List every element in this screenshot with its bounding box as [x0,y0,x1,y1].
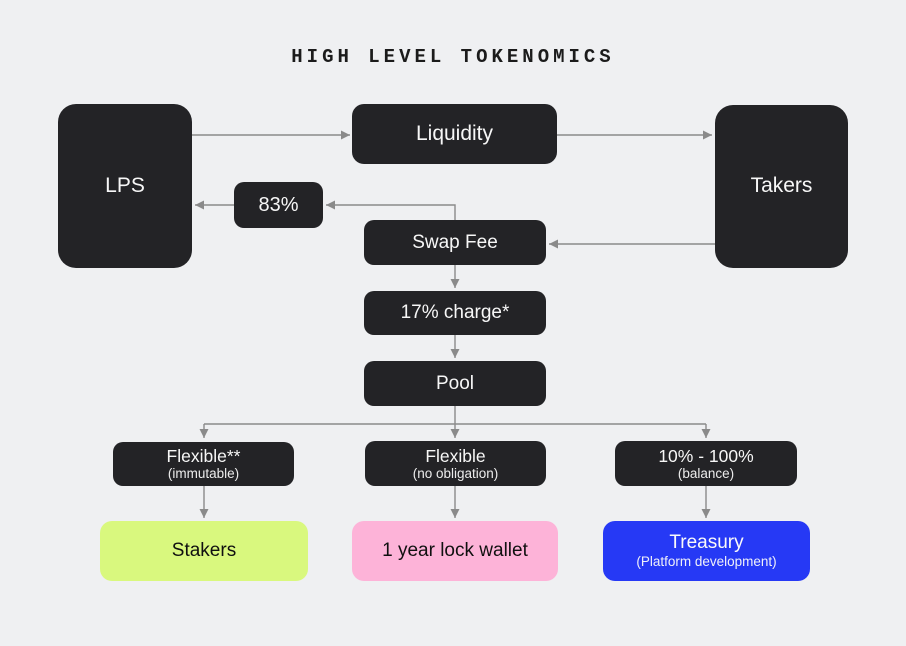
node-swap-fee: Swap Fee [364,220,546,265]
node-flexible-no-obligation-label: Flexible [425,445,486,466]
node-balance-label: 10% - 100% [658,445,754,466]
node-17-percent-charge-label: 17% charge* [400,302,510,324]
node-treasury-label: Treasury [669,532,744,554]
node-lock-wallet: 1 year lock wallet [352,521,558,581]
node-83-percent-label: 83% [258,193,299,216]
node-17-percent-charge: 17% charge* [364,291,546,335]
node-liquidity: Liquidity [352,104,557,164]
node-swap-fee-label: Swap Fee [412,231,498,253]
node-treasury: Treasury (Platform development) [603,521,810,581]
node-takers-label: Takers [750,174,813,198]
node-lps: LPS [58,104,192,268]
node-stakers: Stakers [100,521,308,581]
node-lps-label: LPS [105,173,145,197]
node-flexible-immutable: Flexible** (immutable) [113,442,294,486]
edge-swapfee-83 [326,200,456,220]
node-pool: Pool [364,361,546,406]
node-83-percent: 83% [234,182,323,228]
node-flexible-immutable-label: Flexible** [166,446,241,467]
node-stakers-label: Stakers [171,540,237,562]
node-liquidity-label: Liquidity [415,121,494,145]
node-flexible-immutable-sublabel: (immutable) [167,466,240,482]
node-lock-wallet-label: 1 year lock wallet [382,540,528,562]
node-flexible-no-obligation-sublabel: (no obligation) [412,465,499,481]
node-balance: 10% - 100% (balance) [615,441,797,486]
node-takers: Takers [715,105,848,268]
node-flexible-no-obligation: Flexible (no obligation) [365,441,546,486]
node-pool-label: Pool [435,372,475,394]
node-treasury-sublabel: (Platform development) [636,554,777,570]
node-balance-sublabel: (balance) [677,465,735,481]
diagram-title: HIGH LEVEL TOKENOMICS [291,46,615,68]
